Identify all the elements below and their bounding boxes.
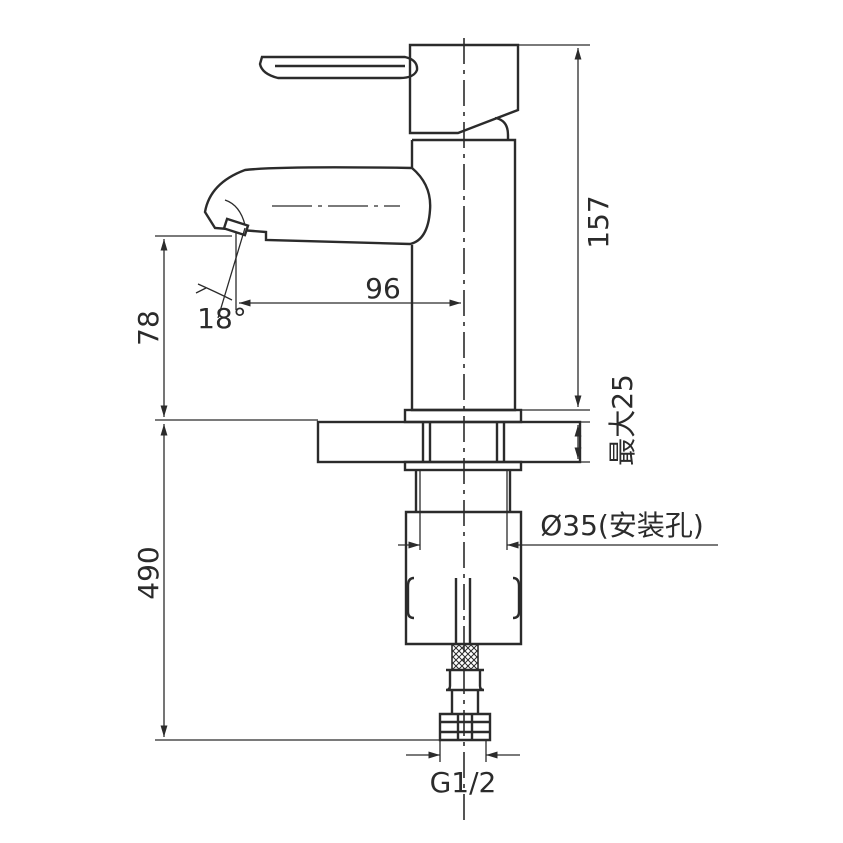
dim-thread	[406, 740, 520, 762]
dim-490-label: 490	[132, 546, 165, 599]
dim-157	[518, 44, 590, 411]
handle-lever	[258, 55, 419, 80]
hex-nut	[438, 712, 492, 742]
dim-max-25	[574, 421, 590, 463]
dim-install-hole-label: Ø35(安装孔)	[540, 509, 704, 542]
base-flange	[316, 408, 582, 472]
dim-angle-label: 18°	[197, 302, 247, 335]
dim-490	[155, 424, 440, 741]
dim-thread-label: G1/2	[430, 766, 497, 799]
spout	[203, 166, 432, 246]
dim-max-25-label: 最大25	[606, 374, 639, 466]
dim-78-label: 78	[132, 310, 165, 346]
dim-install-hole	[398, 470, 718, 550]
handle-body	[408, 43, 520, 140]
braided-hose	[445, 643, 485, 714]
dim-96	[235, 232, 461, 310]
aerator	[222, 217, 250, 237]
mounting-shank	[404, 470, 523, 646]
dim-157-label: 157	[582, 195, 615, 248]
dim-angle-18	[195, 227, 246, 319]
dim-96-label: 96	[365, 272, 401, 305]
dim-78	[155, 235, 318, 421]
